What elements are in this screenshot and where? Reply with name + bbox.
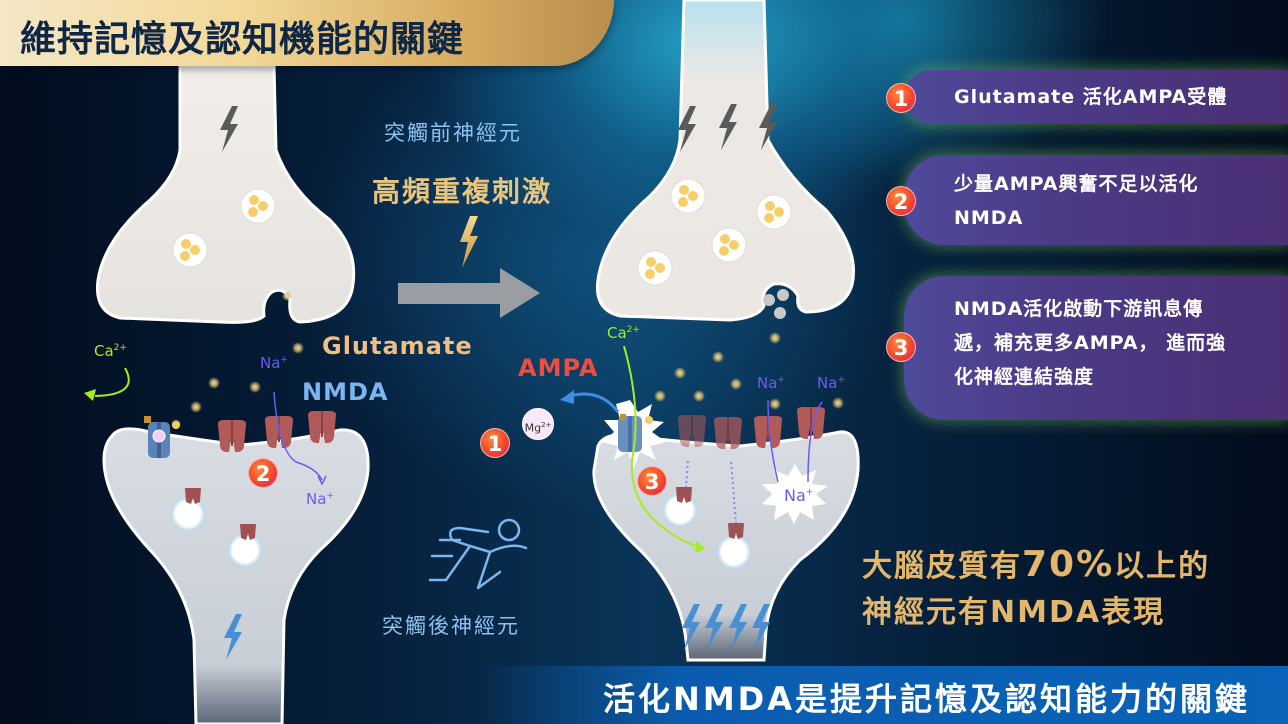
presynaptic-terminal-left	[95, 64, 356, 324]
runner-icon	[428, 518, 528, 590]
sodium-ion-burst-label: Na+	[784, 486, 814, 505]
step-badge-3: 3	[886, 332, 916, 362]
step-card-2: 少量AMPA興奮不足以活化 NMDA	[904, 155, 1288, 245]
glutamate-label: Glutamate	[322, 332, 473, 360]
ampa-label: AMPA	[518, 354, 599, 382]
stimulation-label: 高頻重複刺激	[372, 175, 553, 208]
step-badge-1: 1	[886, 83, 916, 113]
step-card-3: NMDA活化啟動下游訊息傳 遞，補充更多AMPA， 進而強 化神經連結強度	[904, 276, 1288, 420]
calcium-ion-label-left: Ca2+	[94, 342, 127, 360]
bottom-banner: 活化NMDA是提升記憶及認知能力的關鍵	[480, 666, 1288, 724]
nmda-fact: 大腦皮質有70%以上的 神經元有NMDA表現	[862, 544, 1211, 630]
sodium-ion-label-3: Na+	[757, 374, 785, 392]
nmda-label: NMDA	[302, 378, 389, 406]
postsynaptic-label: 突觸後神經元	[382, 614, 520, 638]
page-title: 維持記憶及認知機能的關鍵	[20, 19, 465, 60]
diagram-badge-3: 3	[637, 466, 667, 496]
sodium-ion-label-1: Na+	[260, 354, 288, 372]
step-card-1: Glutamate 活化AMPA受體	[904, 70, 1288, 124]
presynaptic-terminal-right	[595, 0, 856, 322]
bottom-banner-text: 活化NMDA是提升記憶及認知能力的關鍵	[603, 680, 1250, 718]
postsynaptic-spine-left	[102, 427, 370, 724]
diagram-badge-1: 1	[480, 428, 510, 458]
magnesium-ion: Mg2+	[522, 408, 554, 440]
step-2-text: 少量AMPA興奮不足以活化 NMDA	[954, 173, 1199, 229]
step-1-text: Glutamate 活化AMPA受體	[954, 86, 1228, 108]
stimulation-bolt-icon	[460, 216, 478, 268]
sodium-ion-label-2: Na+	[306, 490, 334, 508]
sodium-ion-label-4: Na+	[817, 374, 845, 392]
title-banner: 維持記憶及認知機能的關鍵	[0, 0, 614, 66]
transition-arrow	[398, 268, 540, 318]
step-3-text: NMDA活化啟動下游訊息傳 遞，補充更多AMPA， 進而強 化神經連結強度	[954, 298, 1227, 388]
presynaptic-label: 突觸前神經元	[384, 121, 522, 145]
calcium-ion-label-right: Ca2+	[607, 324, 640, 342]
nmda-receptor-left	[144, 416, 180, 458]
diagram-badge-2: 2	[248, 458, 278, 488]
sodium-burst	[762, 464, 828, 524]
step-badge-2: 2	[886, 186, 916, 216]
